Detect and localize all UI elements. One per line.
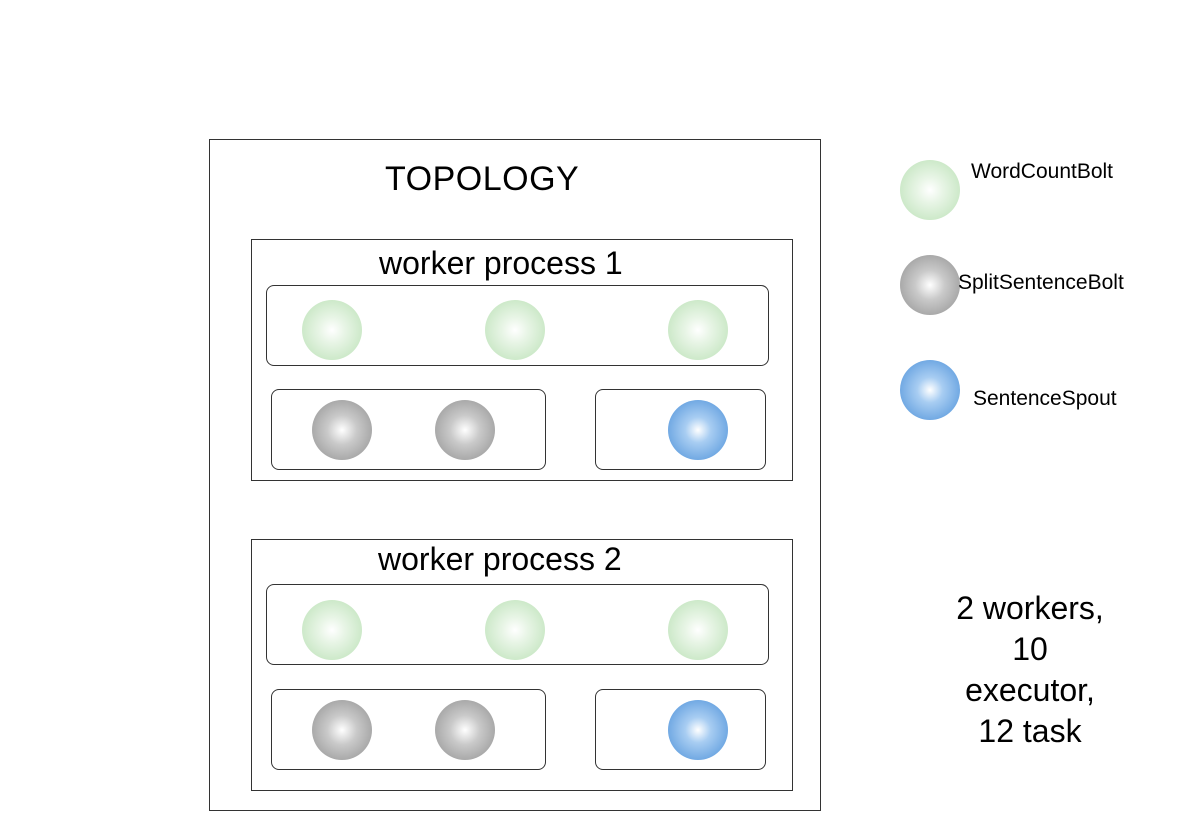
wordcount-task-icon xyxy=(302,300,362,360)
summary-line-task: 12 task xyxy=(978,713,1082,749)
worker-process-2-title: worker process 2 xyxy=(378,541,622,577)
summary-line-workers: 2 workers, xyxy=(956,590,1104,626)
worker-process-1-title: worker process 1 xyxy=(379,245,623,281)
wordcount-task-icon xyxy=(485,300,545,360)
spout-task-icon xyxy=(668,700,728,760)
gray-sphere-icon xyxy=(900,255,960,315)
legend-label-splitsentencebolt: SplitSentenceBolt xyxy=(958,271,1124,294)
wordcount-task-icon xyxy=(485,600,545,660)
wordcount-task-icon xyxy=(302,600,362,660)
blue-sphere-icon xyxy=(900,360,960,420)
summary-line-executor: executor, xyxy=(965,672,1095,708)
green-sphere-icon xyxy=(900,160,960,220)
wordcount-task-icon xyxy=(668,600,728,660)
summary-line-count: 10 xyxy=(1012,631,1048,667)
wordcount-task-icon xyxy=(668,300,728,360)
splitsentence-task-icon xyxy=(435,400,495,460)
splitsentence-task-icon xyxy=(312,400,372,460)
spout-task-icon xyxy=(668,400,728,460)
legend-label-sentencespout: SentenceSpout xyxy=(973,387,1117,410)
legend-label-wordcountbolt: WordCountBolt xyxy=(971,160,1114,183)
summary-text: 2 workers, 10 executor, 12 task xyxy=(930,588,1130,752)
topology-title: TOPOLOGY xyxy=(385,160,580,198)
splitsentence-task-icon xyxy=(435,700,495,760)
splitsentence-task-icon xyxy=(312,700,372,760)
